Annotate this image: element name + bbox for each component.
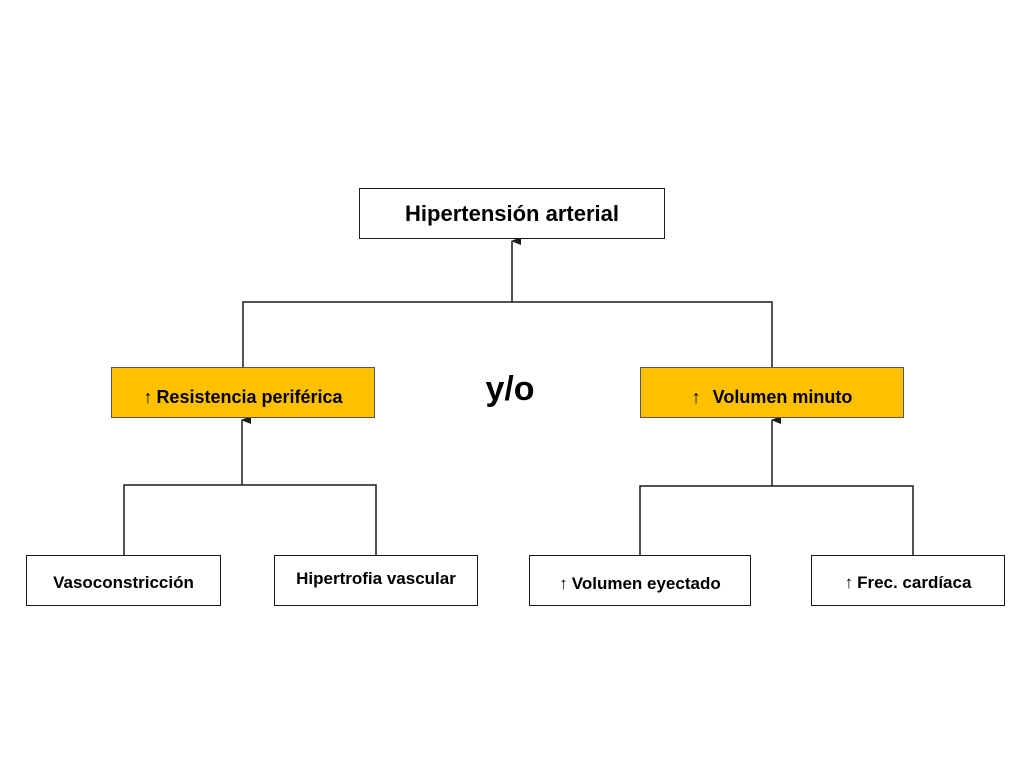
leaf-node-volumen-eyectado: ↑ Volumen eyectado <box>529 555 751 606</box>
leaf-label-vasoconstriccion: Vasoconstricción <box>53 572 194 592</box>
up-arrow-icon: ↑ <box>691 387 701 407</box>
connector-label: y/o <box>485 370 535 408</box>
root-label: Hipertensión arterial <box>405 200 619 226</box>
leaf-label-volumen-eyectado: Volumen eyectado <box>571 573 721 593</box>
up-arrow-icon: ↑ <box>143 387 153 407</box>
root-bracket <box>242 301 773 367</box>
branch-label-volumen-minuto: Volumen minuto <box>712 387 853 407</box>
branch-label-resistencia: Resistencia periférica <box>156 387 343 407</box>
branch-node-resistencia: ↑ Resistencia periférica <box>111 367 375 418</box>
leaf-node-hipertrofia-vascular: Hipertrofia vascular <box>274 555 478 606</box>
resistencia-bracket <box>123 484 377 555</box>
leaf-label-frec-cardiaca: Frec. cardíaca <box>857 572 972 592</box>
volumen-bracket <box>639 485 914 555</box>
up-arrow-icon: ↑ <box>844 572 854 592</box>
leaf-node-vasoconstriccion: Vasoconstricción <box>26 555 221 606</box>
leaf-node-frec-cardiaca: ↑ Frec. cardíaca <box>811 555 1005 606</box>
branch-node-volumen-minuto: ↑ Volumen minuto <box>640 367 904 418</box>
root-node: Hipertensión arterial <box>359 188 665 239</box>
leaf-label-hipertrofia-vascular: Hipertrofia vascular <box>296 568 456 588</box>
up-arrow-icon: ↑ <box>559 573 568 593</box>
